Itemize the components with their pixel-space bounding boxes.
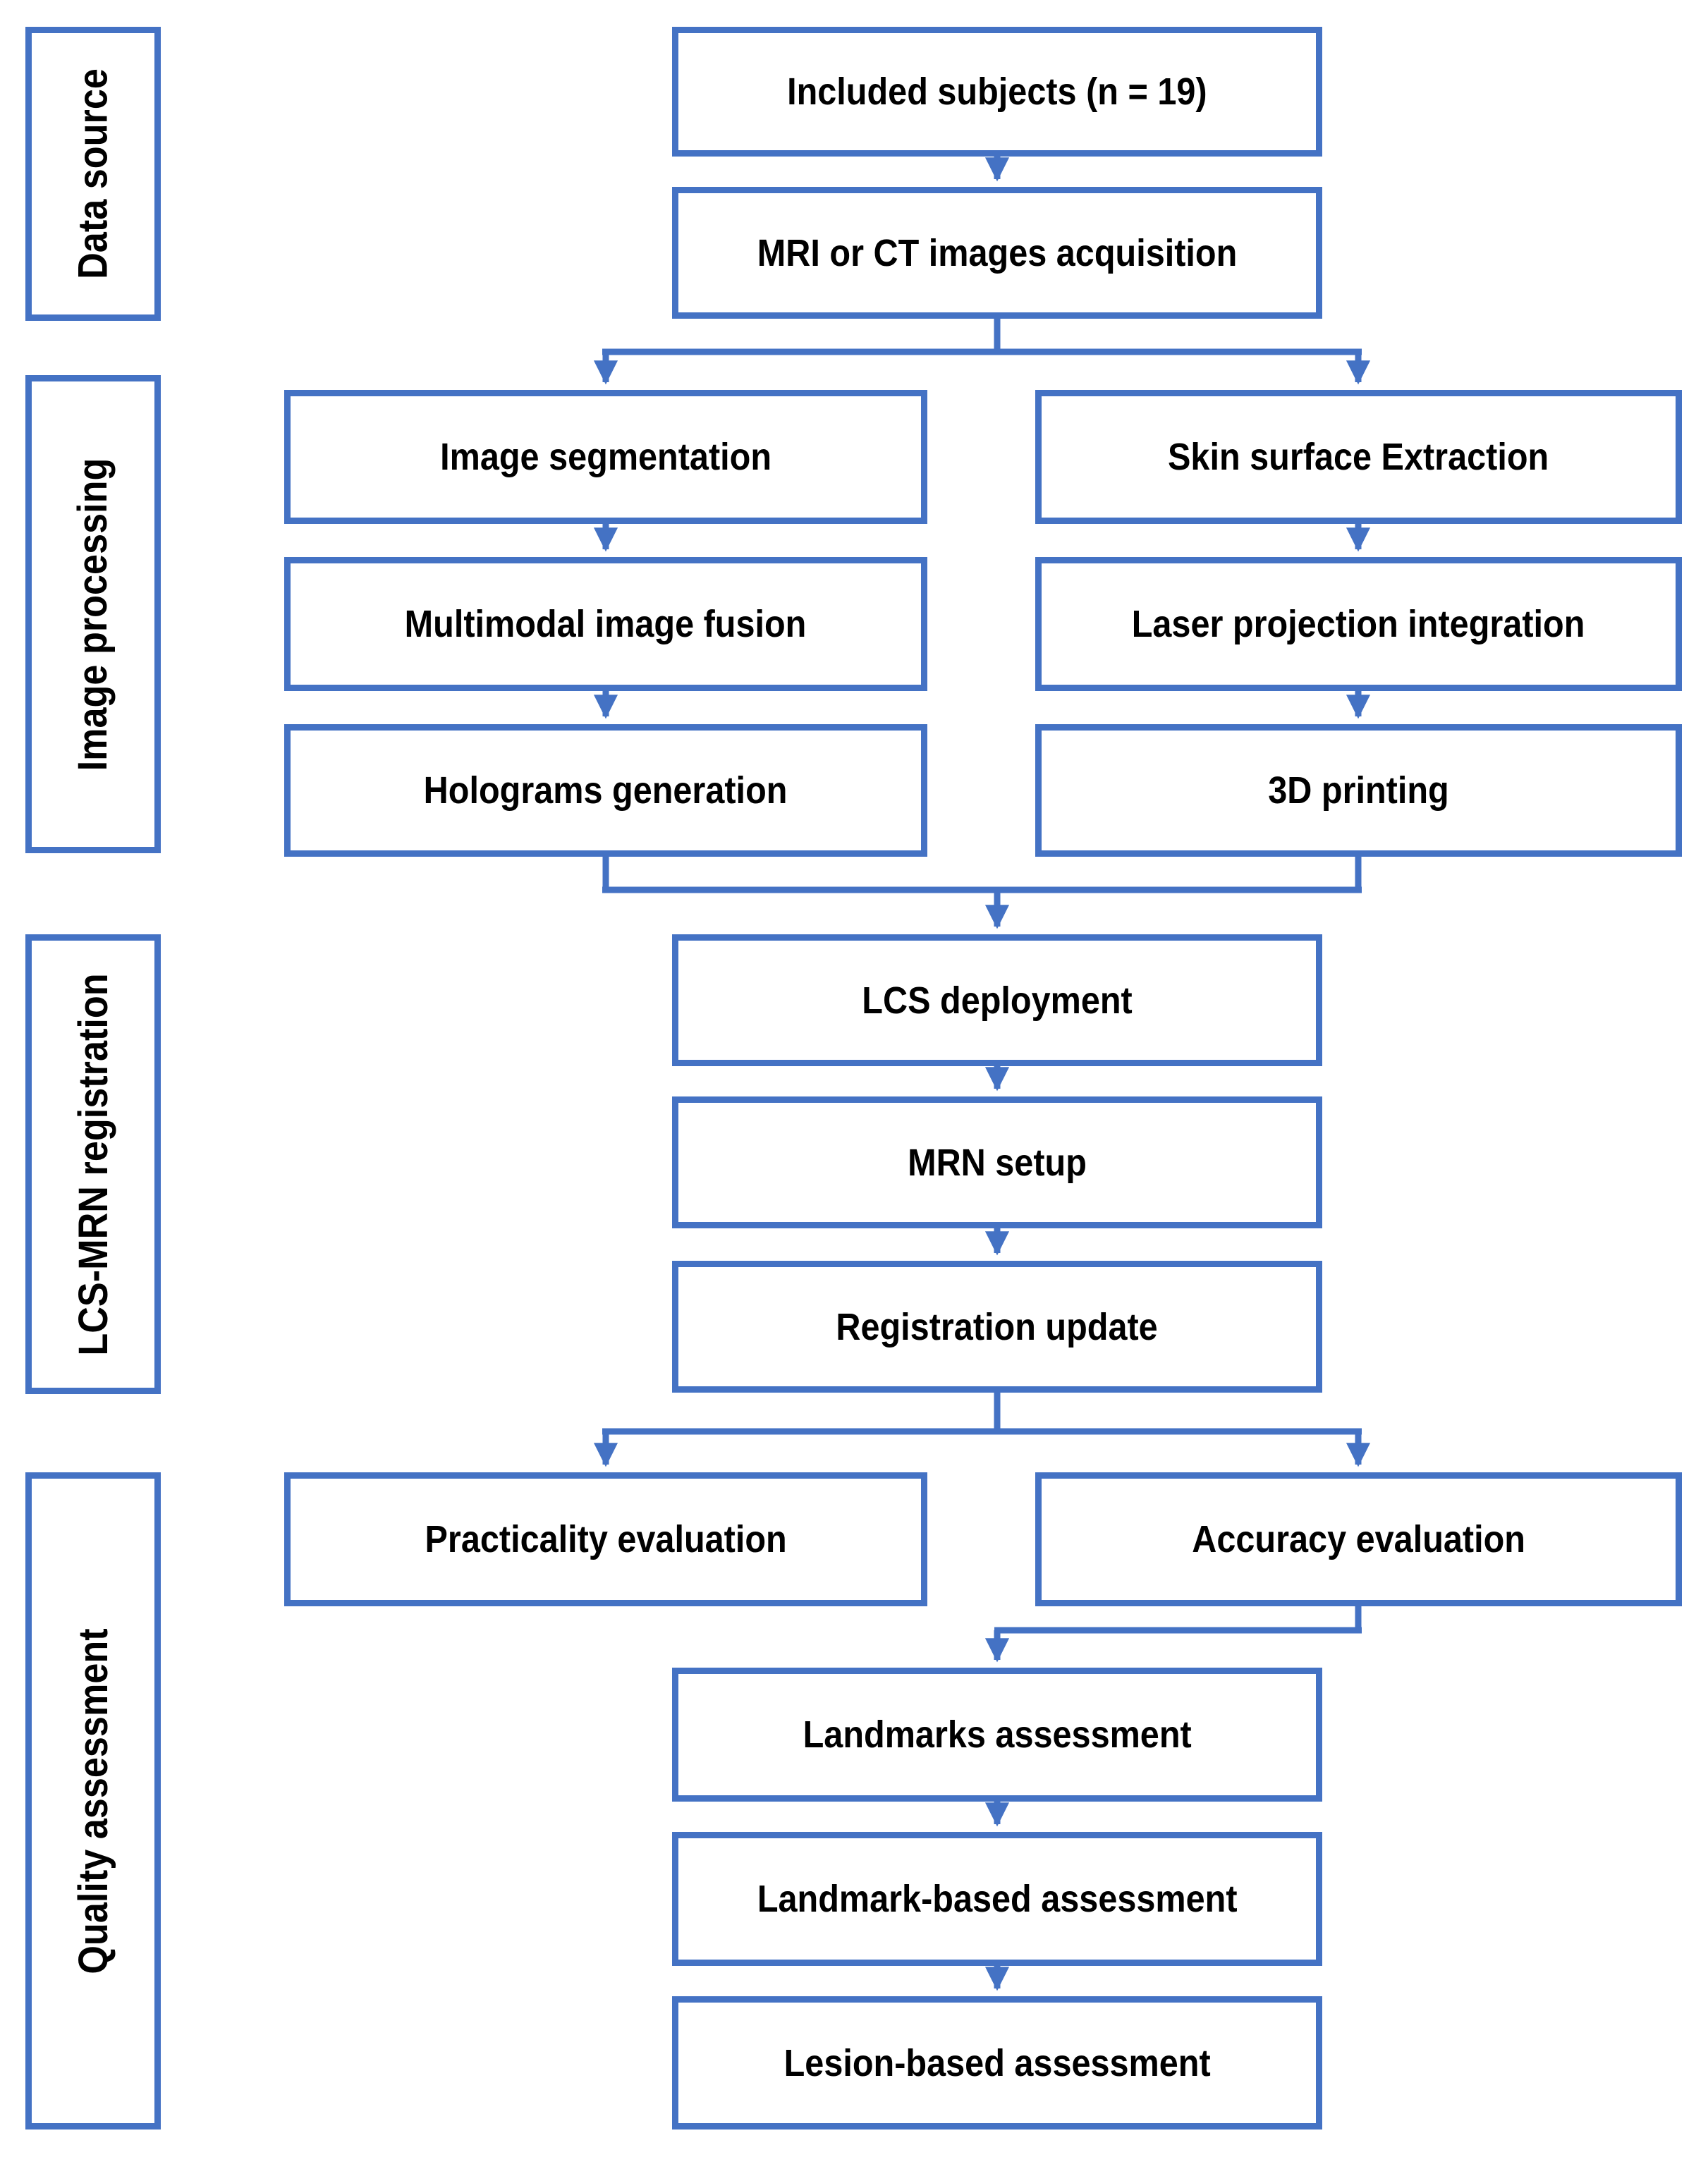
connector [602, 319, 1362, 1634]
node-3d-printing: 3D printing [1035, 724, 1682, 857]
node-mri-ct-images-acquisition: MRI or CT images acquisition [672, 187, 1322, 319]
node-lesion-based-assessment: Lesion-based assessment [672, 1996, 1322, 2129]
stage-label-data-source: Data source [25, 27, 161, 321]
stage-label-image-processing: Image processing [25, 375, 161, 853]
node-skin-surface-extraction: Skin surface Extraction [1035, 390, 1682, 524]
node-multimodal-image-fusion: Multimodal image fusion [284, 557, 927, 691]
node-landmark-based-assessment: Landmark-based assessment [672, 1832, 1322, 1966]
node-lcs-deployment: LCS deployment [672, 934, 1322, 1066]
node-accuracy-evaluation: Accuracy evaluation [1035, 1472, 1682, 1606]
node-holograms-generation: Holograms generation [284, 724, 927, 857]
node-laser-projection-integration: Laser projection integration [1035, 557, 1682, 691]
node-mrn-setup: MRN setup [672, 1096, 1322, 1228]
node-image-segmentation: Image segmentation [284, 390, 927, 524]
node-practicality-evaluation: Practicality evaluation [284, 1472, 927, 1606]
node-included-subjects: Included subjects (n = 19) [672, 27, 1322, 157]
stage-label-lcs-mrn-registration: LCS-MRN registration [25, 934, 161, 1394]
node-registration-update: Registration update [672, 1261, 1322, 1393]
stage-label-quality-assessment: Quality assessment [25, 1472, 161, 2129]
node-landmarks-assessment: Landmarks assessment [672, 1668, 1322, 1802]
